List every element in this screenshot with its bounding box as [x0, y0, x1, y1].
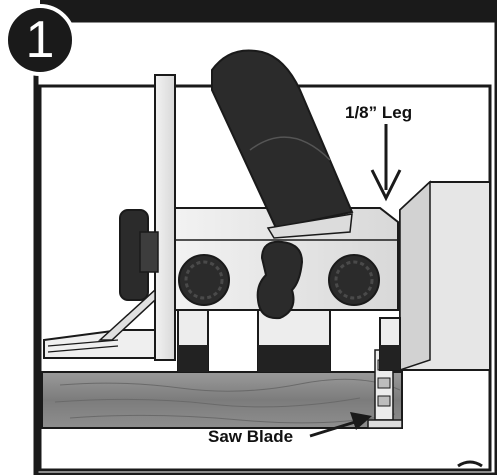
- saw-tooth: [377, 395, 391, 407]
- leg-arrow-head: [370, 169, 402, 202]
- knob-right-grip: [334, 260, 374, 300]
- handle-edge: [249, 136, 331, 161]
- leg-label: 1/8” Leg: [345, 103, 413, 122]
- knob-left-grip: [184, 260, 224, 300]
- post-brace: [98, 288, 156, 341]
- vertical-post: [154, 74, 176, 361]
- wood-grain: [59, 378, 401, 392]
- top-handle: [211, 49, 354, 230]
- blade-base: [367, 419, 403, 429]
- outer-border: [33, 17, 497, 475]
- leg-right-pad: [380, 345, 400, 370]
- center-knob: [256, 240, 304, 320]
- step-number: 1: [25, 11, 55, 69]
- corner-mark: [457, 460, 483, 468]
- header-bar: [40, 0, 497, 20]
- side-knob-hub: [139, 231, 159, 273]
- saw-tooth: [377, 377, 391, 389]
- saw-arrow-head: [350, 412, 372, 430]
- ramp-ribs: [47, 339, 119, 353]
- handle-base: [266, 213, 353, 239]
- leg-left-pad: [178, 345, 208, 372]
- saw-blade-label: Saw Blade: [208, 427, 294, 446]
- step-number-badge: 1: [4, 4, 76, 76]
- wood-grain: [69, 413, 396, 424]
- wood-grain: [54, 397, 361, 408]
- fence-side: [399, 180, 431, 372]
- leg-center-pad: [258, 345, 330, 372]
